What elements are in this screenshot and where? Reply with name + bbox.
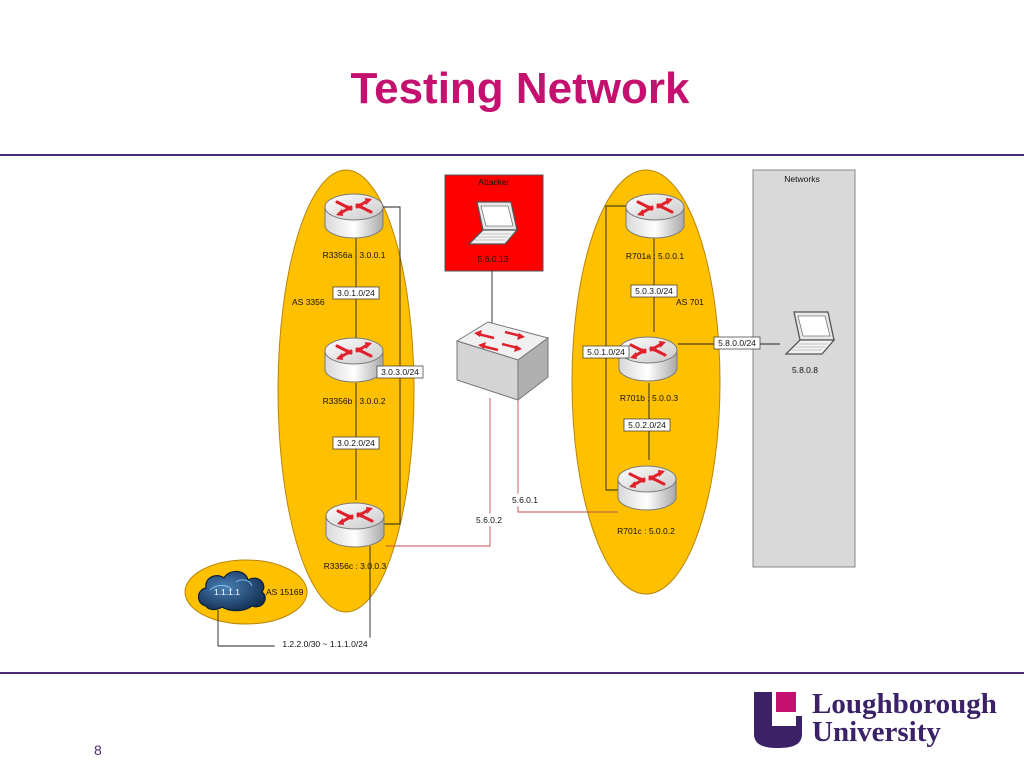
link-5-6-0-1-label: 5.6.0.1 <box>512 495 538 505</box>
university-logo: Loughborough University <box>752 690 1012 754</box>
link-labels: 3.0.1.0/24 3.0.3.0/24 3.0.2.0/24 5.0.3.0… <box>274 284 761 651</box>
diagram-labels: Attacker 5.6.0.13 Networks 5.8.0.8 R3356… <box>214 174 820 597</box>
top-divider <box>0 154 1024 156</box>
university-shield-icon <box>754 692 802 748</box>
link-5-6-0-2-label: 5.6.0.2 <box>476 515 502 525</box>
link-5-0-2-label: 5.0.2.0/24 <box>628 420 666 430</box>
logo-line2: University <box>812 716 941 748</box>
r3356a-label: R3356a : 3.0.0.1 <box>323 250 386 260</box>
link-bottom-label: 1.2.2.0/30 ~ 1.1.1.0/24 <box>282 639 368 649</box>
router-r3356c-icon <box>324 501 386 549</box>
cloud-icon <box>197 570 266 612</box>
link-3-0-3-label: 3.0.3.0/24 <box>381 367 419 377</box>
r701c-label: R701c : 5.0.0.2 <box>617 526 675 536</box>
attacker-ip-label: 5.6.0.13 <box>478 254 509 264</box>
logo-line1: Loughborough <box>812 688 997 720</box>
as701-label: AS 701 <box>676 297 704 307</box>
attacker-links <box>386 398 618 547</box>
cloud-ip-label: 1.1.1.1 <box>214 587 240 597</box>
r701b-label: R701b : 5.0.0.3 <box>620 393 678 403</box>
link-5-8-0-label: 5.8.0.0/24 <box>718 338 756 348</box>
as3356-area <box>277 169 415 613</box>
switch-icon <box>455 321 550 402</box>
as15169-label: AS 15169 <box>266 587 304 597</box>
slide-title: Testing Network <box>350 64 690 113</box>
router-r701b-icon <box>617 335 679 383</box>
networks-label: Networks <box>784 174 819 184</box>
link-5-0-3-label: 5.0.3.0/24 <box>635 286 673 296</box>
page-number: 8 <box>94 742 102 758</box>
link-5-0-1-label: 5.0.1.0/24 <box>587 347 625 357</box>
as701-area <box>571 169 721 595</box>
r3356b-label: R3356b : 3.0.0.2 <box>323 396 386 406</box>
link-3-0-1-label: 3.0.1.0/24 <box>337 288 375 298</box>
r701a-label: R701a : 5.0.0.1 <box>626 251 684 261</box>
router-r701a-icon <box>624 192 686 240</box>
link-3-0-2-label: 3.0.2.0/24 <box>337 438 375 448</box>
r3356c-label: R3356c : 3.0.0.3 <box>324 561 387 571</box>
attacker-label: Attacker <box>478 177 509 187</box>
host-ip-label: 5.8.0.8 <box>792 365 818 375</box>
as3356-label: AS 3356 <box>292 297 325 307</box>
bottom-divider <box>0 672 1024 674</box>
router-r3356a-icon <box>323 192 385 240</box>
router-r3356b-icon <box>323 336 385 384</box>
networks-box <box>752 169 856 568</box>
university-wordmark: Loughborough University <box>812 688 997 748</box>
router-r701c-icon <box>616 464 678 512</box>
